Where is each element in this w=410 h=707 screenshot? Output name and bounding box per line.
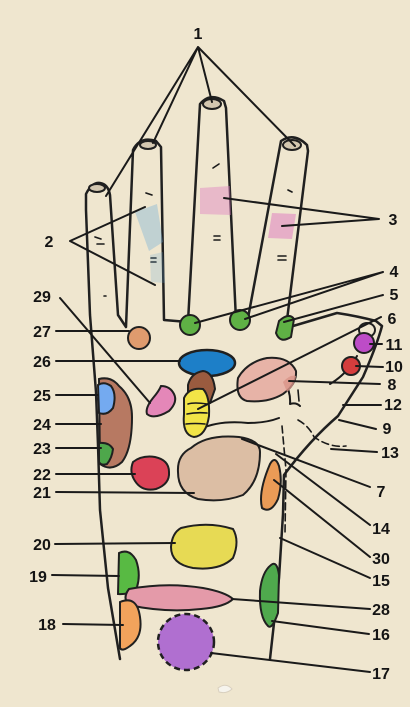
zone-3a xyxy=(200,186,231,215)
label-22: 22 xyxy=(33,467,51,484)
dashed-thumb-arc xyxy=(298,420,346,446)
zone-22 xyxy=(131,457,169,490)
label-3: 3 xyxy=(389,212,398,229)
zone-21 xyxy=(178,436,260,500)
label-1: 1 xyxy=(194,26,203,43)
zone-2b xyxy=(150,252,165,283)
leader-28 xyxy=(232,599,370,609)
label-28: 28 xyxy=(372,602,390,619)
leader-13 xyxy=(331,449,377,452)
label-11: 11 xyxy=(386,337,403,354)
label-7: 7 xyxy=(377,484,386,501)
nail-index-icon xyxy=(283,140,301,150)
thumb-crease xyxy=(200,418,279,429)
label-29: 29 xyxy=(33,289,51,306)
zone-17 xyxy=(158,614,214,670)
label-14: 14 xyxy=(372,521,390,538)
zone-20 xyxy=(171,525,237,569)
label-5: 5 xyxy=(390,287,399,304)
leader-9 xyxy=(339,420,376,429)
label-2: 2 xyxy=(45,234,54,251)
nail-little-icon xyxy=(89,184,105,192)
leader-15 xyxy=(280,538,370,578)
label-25: 25 xyxy=(33,388,51,405)
label-12: 12 xyxy=(384,397,402,414)
label-27: 27 xyxy=(33,324,51,341)
label-15: 15 xyxy=(372,573,390,590)
label-18: 18 xyxy=(38,617,56,634)
label-4: 4 xyxy=(390,264,399,281)
leader-1 xyxy=(106,47,295,196)
label-8: 8 xyxy=(388,377,397,394)
label-16: 16 xyxy=(372,627,390,644)
label-19: 19 xyxy=(29,569,47,586)
zone-15-16 xyxy=(260,564,279,627)
leader-19 xyxy=(52,575,119,576)
label-6: 6 xyxy=(388,311,397,328)
leader-21 xyxy=(56,492,194,493)
leader-16 xyxy=(272,621,369,634)
zone-25 xyxy=(98,383,115,414)
point-27-icon xyxy=(128,327,150,349)
crease-little xyxy=(95,237,106,296)
label-30: 30 xyxy=(372,551,390,568)
label-20: 20 xyxy=(33,537,51,554)
label-9: 9 xyxy=(383,421,392,438)
leader-20 xyxy=(55,543,175,544)
zone-29 xyxy=(147,386,176,416)
leader-17 xyxy=(211,653,370,672)
zone-2a xyxy=(135,204,163,251)
thumb-dorsal-line xyxy=(298,390,299,401)
leader-30 xyxy=(274,480,370,557)
label-21: 21 xyxy=(33,485,51,502)
label-10: 10 xyxy=(385,359,403,376)
leader-10 xyxy=(356,366,383,367)
label-13: 13 xyxy=(381,445,399,462)
leader-18 xyxy=(63,624,123,625)
point-4a-icon xyxy=(180,315,200,335)
label-17: 17 xyxy=(372,666,390,683)
label-26: 26 xyxy=(33,354,51,371)
zone-30 xyxy=(261,460,281,510)
label-23: 23 xyxy=(33,441,51,458)
zone-28 xyxy=(126,585,234,610)
leader-14 xyxy=(276,454,370,525)
paper-smudge xyxy=(218,685,232,692)
label-24: 24 xyxy=(33,417,51,434)
